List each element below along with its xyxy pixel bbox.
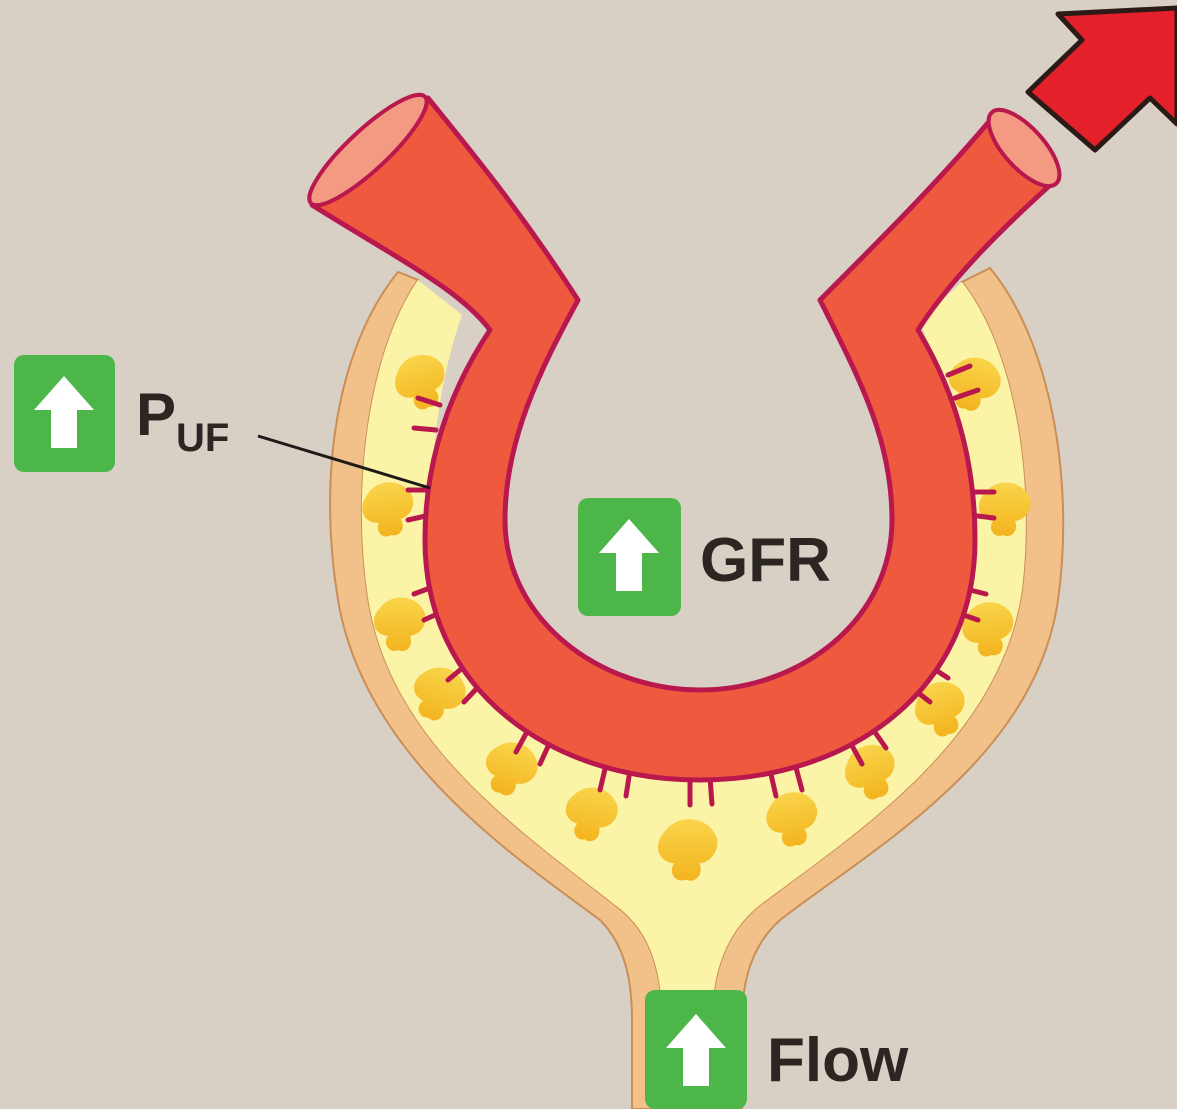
puf-indicator <box>14 355 115 472</box>
puf-label-main: P <box>136 381 176 448</box>
gfr-label: GFR <box>700 530 831 592</box>
flow-indicator <box>645 990 747 1109</box>
puf-label: PUF <box>136 385 229 452</box>
gfr-indicator <box>578 498 681 616</box>
red-arrow-icon <box>1028 8 1177 150</box>
puf-label-subscript: UF <box>176 416 229 460</box>
flow-label: Flow <box>767 1030 908 1092</box>
